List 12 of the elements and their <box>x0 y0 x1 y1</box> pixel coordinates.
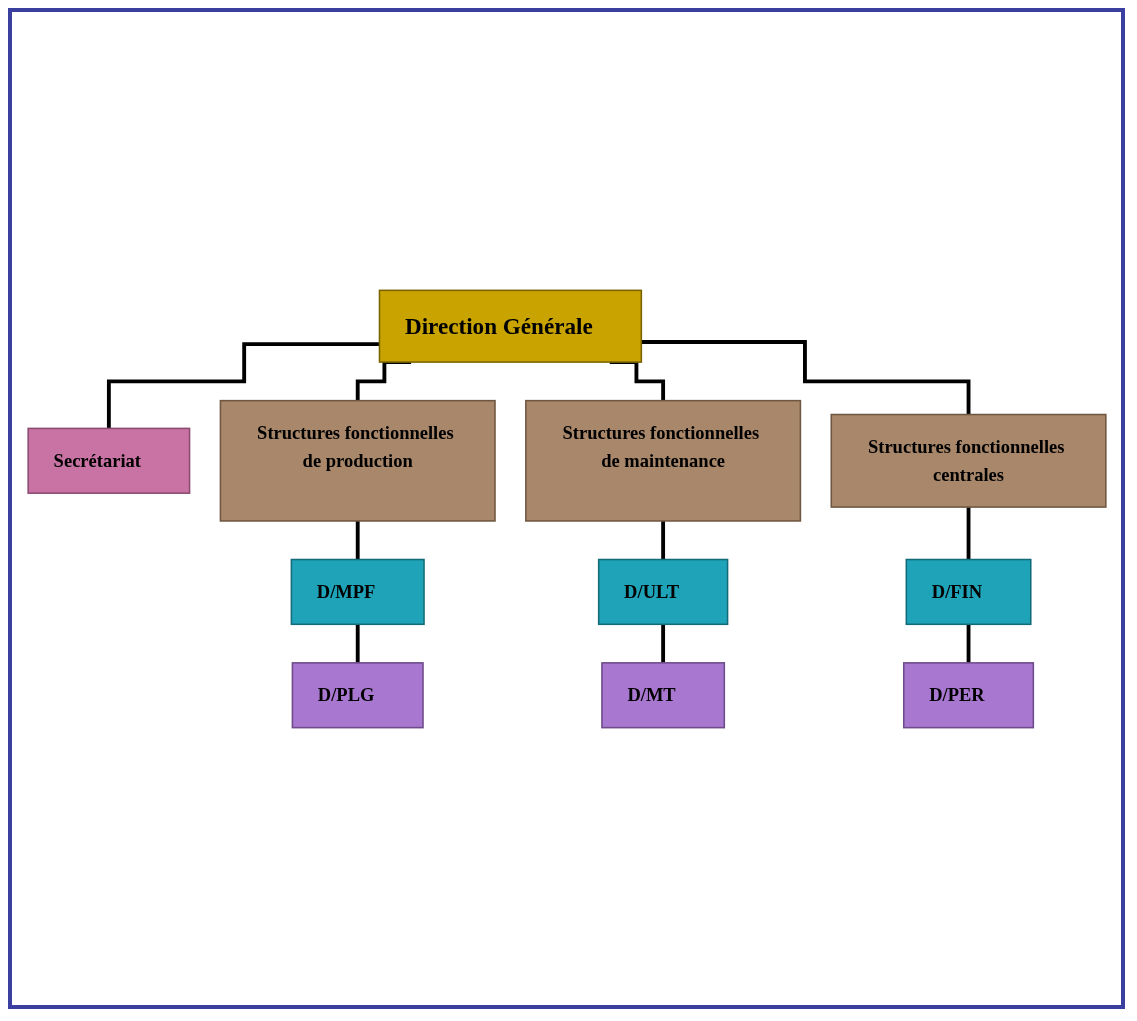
node-box: Secrétariat <box>26 427 190 494</box>
node-box: D/FIN <box>905 558 1032 625</box>
node-box: Structures fonctionnelles centrales <box>830 413 1107 508</box>
node-box: D/PLG <box>291 661 424 728</box>
node-box: Structures fonctionnelles de maintenance <box>524 399 801 522</box>
node-box: D/PER <box>902 661 1034 728</box>
node-box: D/ULT <box>597 558 728 625</box>
node-box: Direction Générale <box>378 289 642 363</box>
connector <box>640 339 970 416</box>
node-box: D/MT <box>600 661 725 728</box>
node-box: D/MPF <box>290 558 425 625</box>
node-box: Structures fonctionnelles de production <box>219 399 496 522</box>
